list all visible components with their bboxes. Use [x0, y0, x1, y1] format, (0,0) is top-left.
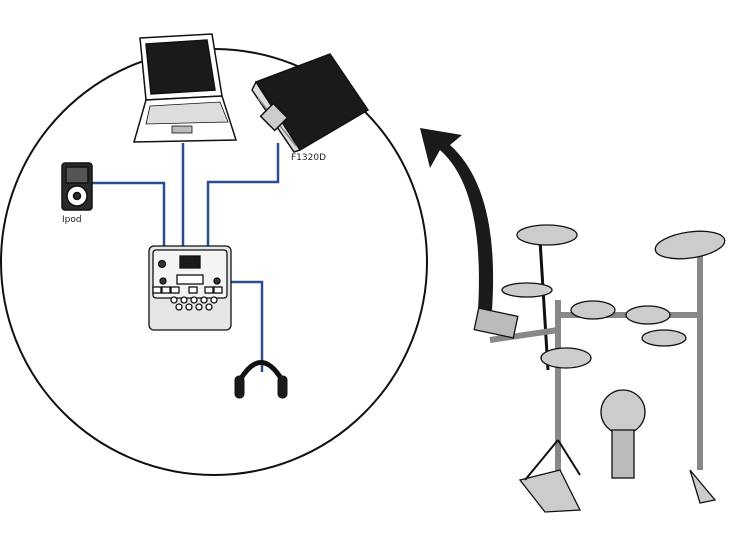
- cables: [92, 143, 280, 372]
- monitor-label: F1320D: [291, 153, 326, 163]
- ipod-cable: [92, 181, 166, 246]
- monitor-speaker-icon: [251, 53, 370, 153]
- monitor-cable: [206, 143, 280, 246]
- laptop-icon: [133, 33, 238, 143]
- headphone-cable: [225, 280, 264, 372]
- ipod-icon: [61, 162, 93, 211]
- drum-module-icon: [148, 245, 232, 331]
- drum-kit-icon: [473, 224, 726, 513]
- ipod-label: Ipod: [62, 215, 82, 225]
- curved-arrow-icon: [420, 128, 494, 310]
- headphones-icon: [234, 360, 288, 399]
